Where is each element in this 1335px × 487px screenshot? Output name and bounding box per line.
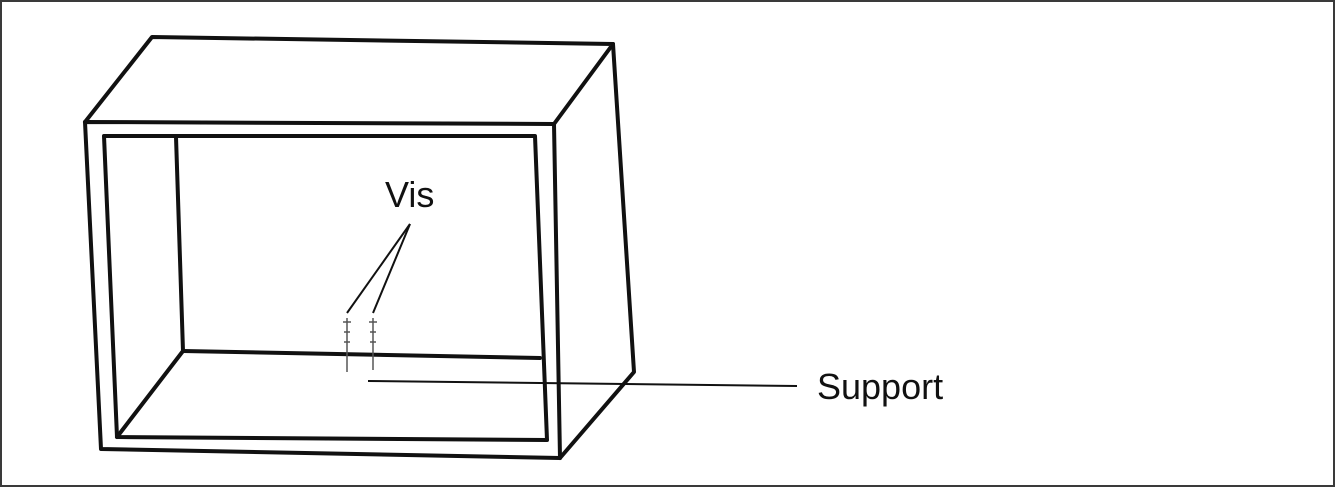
screw-right: [369, 318, 377, 370]
screw-leader-right: [372, 223, 411, 314]
cabinet-back-left-edge: [174, 135, 185, 353]
cabinet-floor-diagonal: [115, 349, 185, 439]
cabinet-back-bottom-edge: [181, 349, 542, 360]
cabinet-front-outer: [83, 120, 562, 460]
screw-left: [343, 318, 351, 372]
cabinet-front-inner: [102, 134, 549, 442]
cabinet-right-edge: [558, 42, 636, 460]
screws-label: Vis: [385, 174, 434, 215]
cabinet-top-edge: [83, 35, 615, 126]
screw-leader-left: [346, 223, 411, 314]
support-leader: [367, 380, 798, 387]
support-label: Support: [817, 366, 943, 407]
